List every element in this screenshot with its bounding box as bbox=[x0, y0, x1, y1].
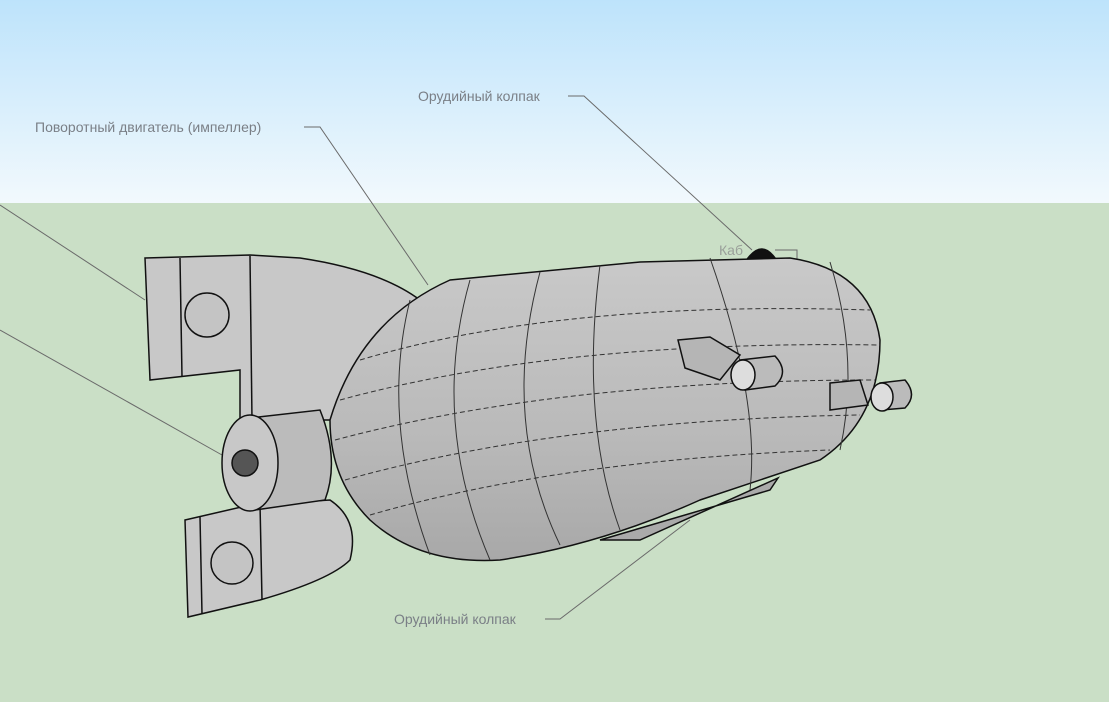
sky bbox=[0, 0, 1109, 203]
hull bbox=[329, 257, 881, 562]
label-gun-turret-top: Орудийный колпак bbox=[418, 88, 540, 104]
leader-lines bbox=[0, 95, 798, 620]
label-gun-turret-bottom: Орудийный колпак bbox=[394, 611, 516, 627]
impeller-nozzle bbox=[221, 409, 333, 512]
gun-turrets bbox=[677, 248, 913, 412]
label-impeller: Поворотный двигатель (импеллер) bbox=[35, 119, 262, 135]
label-cabin: Каб bbox=[719, 242, 743, 258]
